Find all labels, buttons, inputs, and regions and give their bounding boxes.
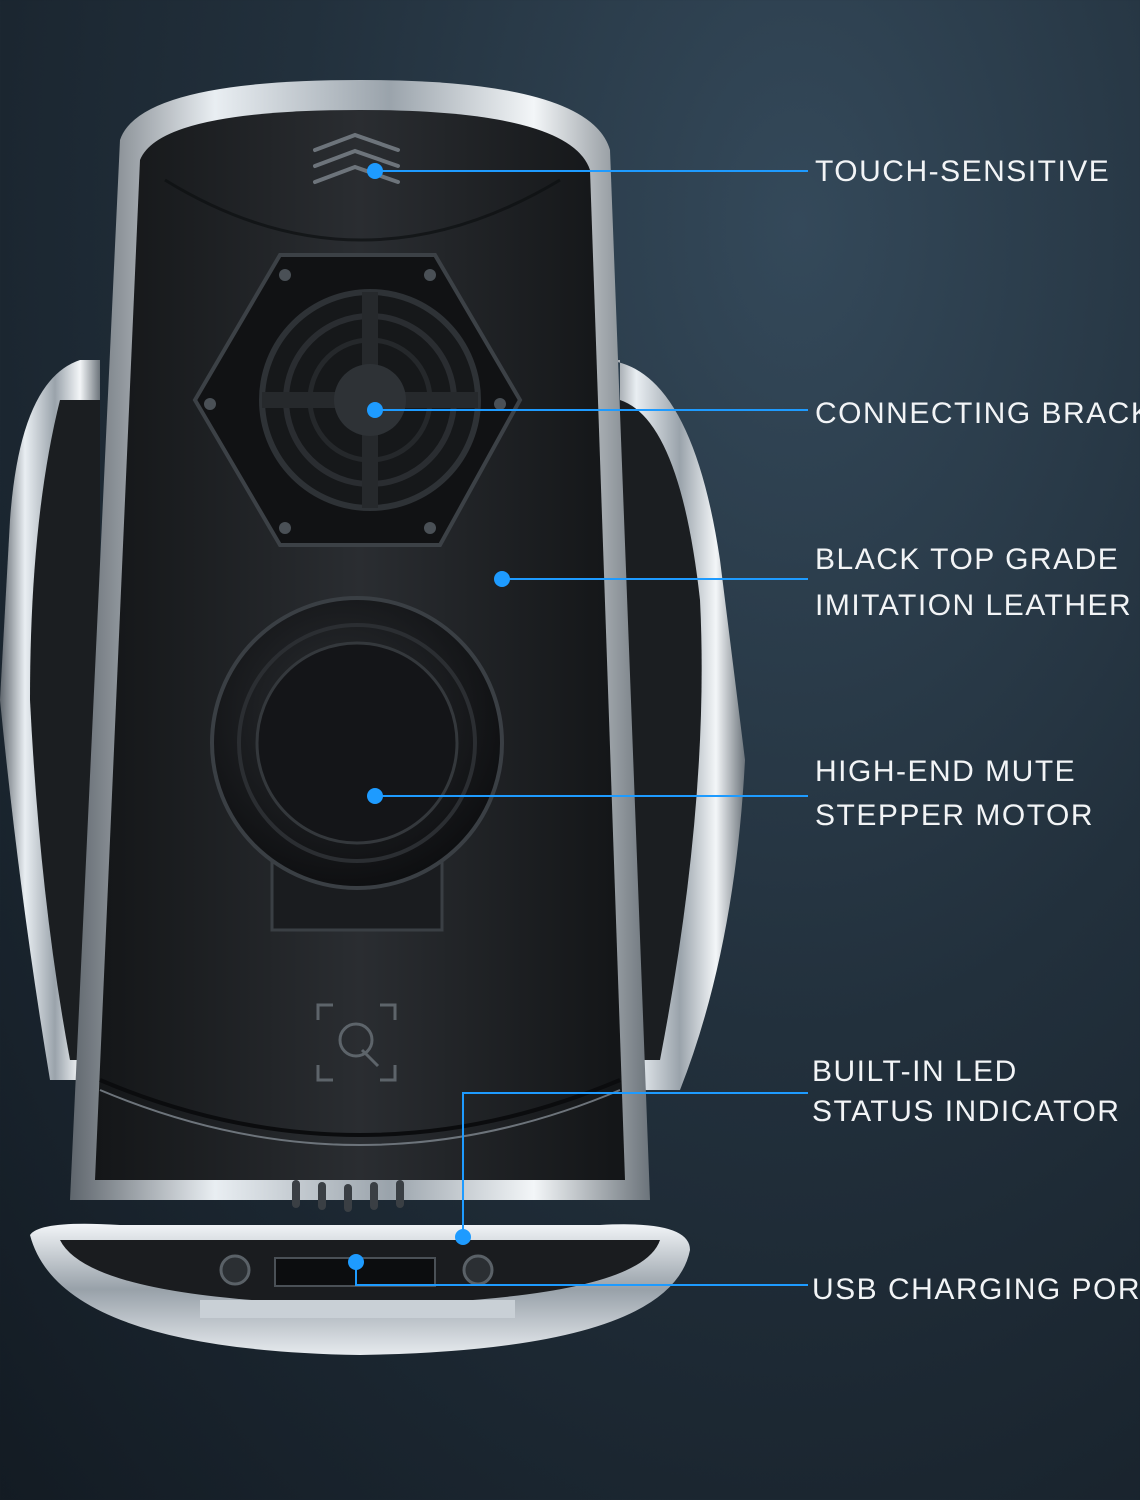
callout-line: STATUS INDICATOR: [812, 1095, 1121, 1128]
left-arm-inner: [30, 400, 100, 1060]
callout-line: IMITATION LEATHER EFI: [815, 589, 1140, 622]
vent-slots: [292, 1180, 404, 1212]
stepper-motor-disk: [210, 596, 504, 932]
leader-line-led: [462, 1092, 808, 1237]
callout-line: BLACK TOP GRADE: [815, 543, 1120, 576]
callout-led-indicator: BUILT-IN LED STATUS INDICATOR: [812, 1052, 1120, 1132]
screw-left: [219, 1254, 251, 1286]
qi-charging-icon: [316, 1003, 397, 1082]
callout-touch-sensitive: TOUCH-SENSITIVE: [815, 152, 1110, 192]
hexagon-mount-icon: [192, 253, 523, 547]
callout-line: STEPPER MOTOR: [815, 799, 1094, 832]
callout-dots: [348, 163, 510, 1270]
callout-leather: BLACK TOP GRADE IMITATION LEATHER EFI: [815, 537, 1140, 629]
callout-dot-motor: [367, 788, 383, 804]
callout-stepper-motor: HIGH-END MUTE STEPPER MOTOR: [815, 750, 1094, 838]
chevrons-up-icon: [313, 132, 400, 184]
callout-usb-port: USB CHARGING PORT: [812, 1270, 1140, 1310]
callout-line: TOUCH-SENSITIVE: [815, 155, 1111, 188]
lower-arc-highlight: [99, 1089, 621, 1146]
callout-dot-led: [455, 1229, 471, 1245]
callout-dot-leather: [494, 571, 510, 587]
callout-connecting-bracket: CONNECTING BRACK: [815, 394, 1140, 434]
callout-line: BUILT-IN LED: [812, 1055, 1018, 1088]
callout-line: HIGH-END MUTE: [815, 755, 1077, 788]
callout-dot-touch: [367, 163, 383, 179]
screw-right: [462, 1254, 494, 1286]
callout-line: CONNECTING BRACK: [815, 397, 1140, 430]
callout-dot-bracket: [367, 402, 383, 418]
tray-strip: [200, 1300, 515, 1318]
callout-dot-usb: [348, 1254, 364, 1270]
top-arc: [164, 178, 561, 242]
right-arm-inner: [620, 400, 702, 1060]
callout-line: USB CHARGING PORT: [812, 1273, 1140, 1306]
lower-arc: [99, 1078, 621, 1137]
callout-leaders: [355, 170, 808, 1286]
